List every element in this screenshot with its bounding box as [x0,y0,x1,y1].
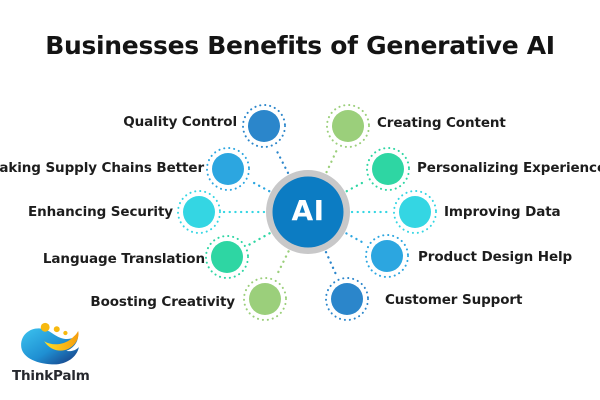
node-circle-experiences [372,153,404,185]
node-circle-content [332,110,364,142]
node-ring-content [326,104,370,148]
node-ring-experiences [366,147,410,191]
node-circle-data [399,196,431,228]
connector-experiences [345,179,368,193]
node-label-quality-control: Quality Control [123,114,237,130]
thinkpalm-logo-text: ThinkPalm [12,368,90,384]
logo-dot-large [40,322,50,332]
logo-dot-medium [53,326,60,333]
thinkpalm-logo [21,322,79,365]
logo-dot-small [63,330,68,336]
node-label-content: Creating Content [377,115,506,131]
node-label-creativity: Boosting Creativity [90,294,235,310]
node-ring-quality-control [242,104,286,148]
logo-wave-icon [21,322,79,365]
node-ring-translation [205,235,249,279]
node-label-support: Customer Support [385,292,523,308]
node-circle-quality-control [248,110,280,142]
node-ring-data [393,190,437,234]
node-ring-creativity [243,277,287,321]
node-label-security: Enhancing Security [28,204,173,220]
node-circle-design [371,240,403,272]
connector-supply-chains [248,179,271,193]
node-label-data: Improving Data [444,204,561,220]
connector-content [325,147,339,174]
node-circle-translation [211,241,243,273]
node-label-supply-chains: Making Supply Chains Better [0,160,204,176]
connector-creativity [274,250,290,278]
node-ring-design [365,234,409,278]
node-circle-creativity [249,283,281,315]
node-label-translation: Language Translation [42,251,205,267]
connector-quality-control [274,147,290,174]
page-title: Businesses Benefits of Generative AI [45,31,555,60]
node-label-design: Product Design Help [418,249,573,265]
connector-design [345,232,367,245]
connector-support [324,251,338,278]
center-circle [272,176,344,248]
node-label-experiences: Personalizing Experiences [417,160,600,176]
node-circle-support [331,283,363,315]
node-circle-supply-chains [212,153,244,185]
node-ring-security [177,190,221,234]
center-ai-label: AI [291,194,325,228]
node-circle-security [183,196,215,228]
node-ring-supply-chains [206,147,250,191]
node-ring-support [325,277,369,321]
connector-translation [247,232,271,247]
